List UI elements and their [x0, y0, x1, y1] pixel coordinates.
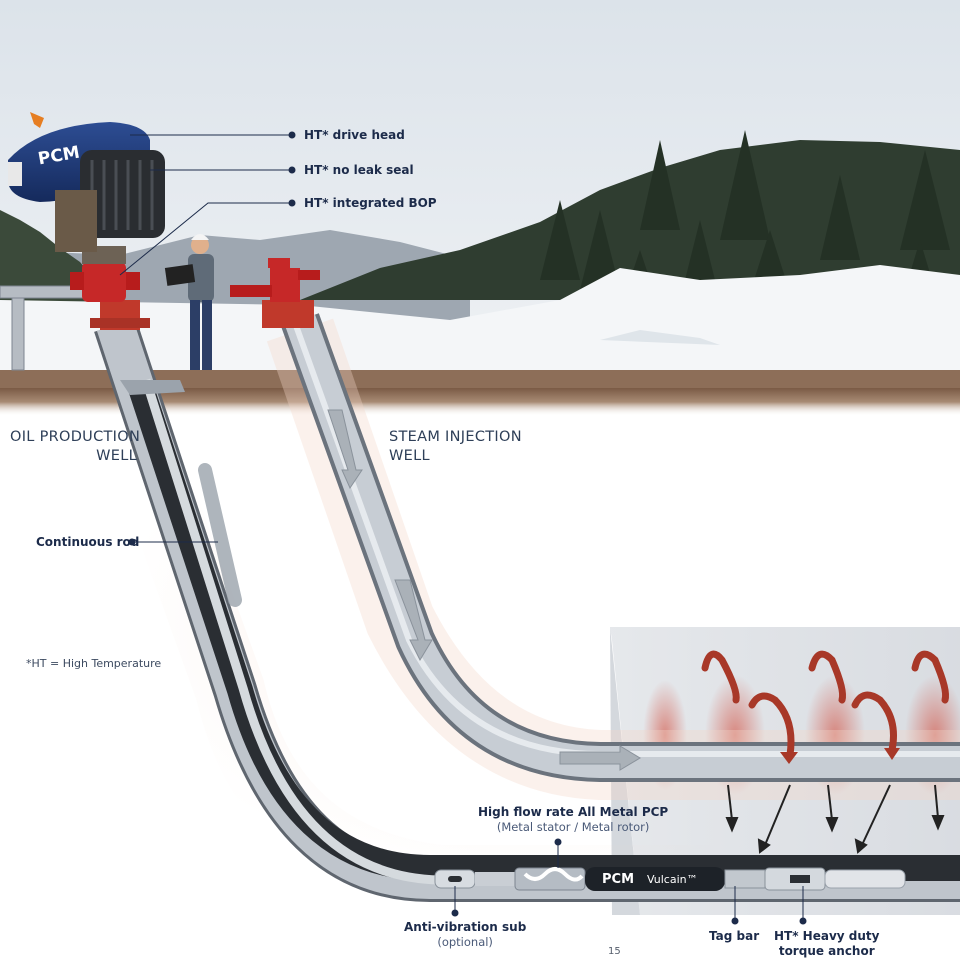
anti-vibration-slot: [448, 876, 462, 882]
callout-anti-vibration-sub: Anti-vibration sub (optional): [404, 920, 526, 950]
callout-pcp: High flow rate All Metal PCP (Metal stat…: [478, 805, 668, 835]
pump-model-name: Vulcain™: [647, 873, 698, 886]
pump-coupling: [475, 872, 515, 886]
injection-valve-top: [268, 258, 290, 268]
torque-anchor-line1: HT* Heavy duty: [774, 929, 879, 944]
bop-valve-right: [126, 272, 140, 290]
callout-tag-bar: Tag bar: [709, 929, 759, 944]
wellhead-flange: [90, 318, 150, 328]
pcm-logo-icon: PCM: [602, 872, 634, 887]
production-well-label-line1: OIL PRODUCTION: [10, 428, 137, 447]
torque-anchor-slot: [790, 875, 810, 883]
pcp-subtitle: (Metal stator / Metal rotor): [478, 820, 668, 835]
injection-valve-arm-right: [298, 270, 320, 280]
drive-gearbox: [55, 190, 97, 252]
drive-label-plate: [8, 162, 22, 186]
page-number: 15: [608, 946, 621, 957]
callout-drive-head: HT* drive head: [304, 128, 405, 143]
torque-anchor-line2: torque anchor: [774, 944, 879, 959]
injection-valve-arm-left: [230, 285, 272, 297]
footnote: *HT = High Temperature: [26, 657, 161, 670]
callout-no-leak-seal: HT* no leak seal: [304, 163, 414, 178]
integrated-bop: [82, 262, 126, 302]
callout-torque-anchor: HT* Heavy duty torque anchor: [774, 929, 879, 959]
injection-well-label-line1: STEAM INJECTION: [389, 428, 522, 447]
production-well-label: OIL PRODUCTION WELL: [10, 428, 137, 466]
screen-section: [825, 870, 905, 888]
bop-valve-left: [70, 272, 84, 290]
production-well-label-line2: WELL: [10, 447, 137, 466]
injection-well-label-line2: WELL: [389, 447, 522, 466]
injection-valve-body: [270, 268, 300, 302]
flowline-support: [12, 298, 24, 370]
callout-integrated-bop: HT* integrated BOP: [304, 196, 437, 211]
anti-vibration-title: Anti-vibration sub: [404, 920, 526, 934]
injection-well-label: STEAM INJECTION WELL: [389, 428, 522, 466]
callout-continuous-rod: Continuous rod: [36, 535, 139, 550]
anti-vibration-subtitle: (optional): [404, 935, 526, 950]
tag-bar: [725, 870, 765, 888]
injection-wellhead: [262, 300, 314, 328]
pcp-title: High flow rate All Metal PCP: [478, 805, 668, 819]
